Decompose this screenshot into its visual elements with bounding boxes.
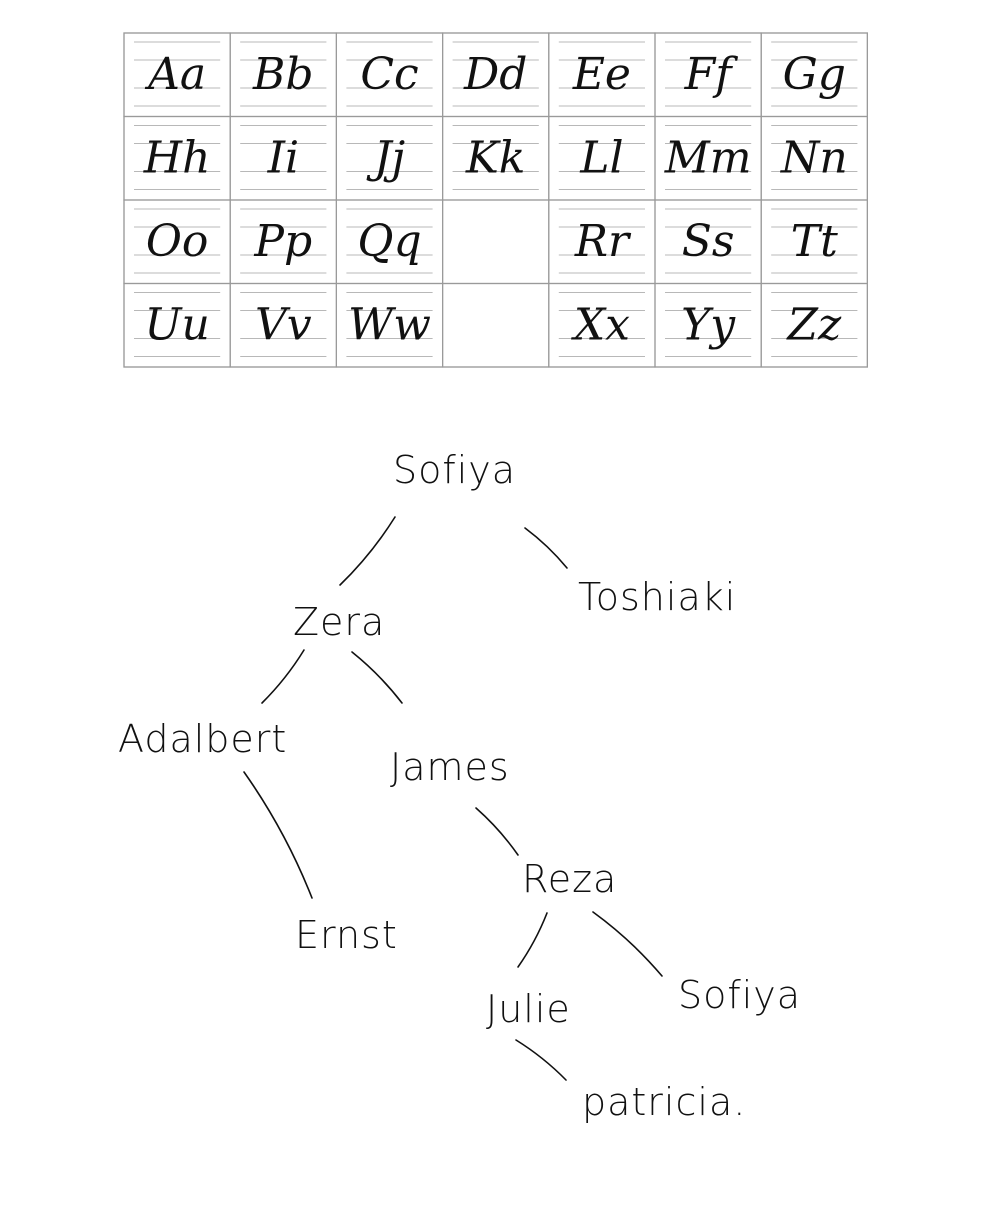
letter-pair: Xx <box>571 300 630 351</box>
letter-pair: Ww <box>348 300 431 351</box>
alphabet-cell: Aa <box>123 32 231 118</box>
alphabet-cell: Oo <box>123 199 231 285</box>
tree-edge <box>339 516 396 586</box>
letter-pair: Jj <box>366 133 405 184</box>
letter-pair: Ss <box>682 216 735 267</box>
alphabet-cell: Vv <box>229 282 337 368</box>
alphabet-cell: Bb <box>229 32 337 118</box>
letter-pair: Ii <box>267 133 299 184</box>
alphabet-cell: Ss <box>654 199 762 285</box>
letter-pair: Mm <box>664 133 752 184</box>
letter-pair: Vv <box>255 300 312 351</box>
alphabet-cell: Ll <box>548 115 656 201</box>
alphabet-cell: Ee <box>548 32 656 118</box>
letter-pair: Kk <box>465 133 526 184</box>
tree-edge <box>351 651 403 704</box>
name-tree: SofiyaZeraToshiakiAdalbertJamesErnstReza… <box>118 448 801 1124</box>
alphabet-cell: Cc <box>335 32 444 118</box>
tree-edge <box>243 771 313 899</box>
letter-pair: Tt <box>791 216 838 267</box>
alphabet-cell: Xx <box>548 282 656 368</box>
letter-pair: Dd <box>463 49 527 100</box>
tree-edge <box>517 912 548 968</box>
letter-pair: Gg <box>783 49 846 100</box>
tree-edge <box>475 807 519 856</box>
letter-pair: Cc <box>360 49 418 100</box>
tree-node-label: Sofiya <box>393 448 516 492</box>
cell-border <box>760 282 869 368</box>
letter-pair: Ee <box>572 49 631 100</box>
letter-pair: Pp <box>253 216 312 267</box>
tree-node-label: Reza <box>522 857 617 901</box>
alphabet-cell: Kk <box>442 115 550 201</box>
alphabet-cell: Jj <box>335 115 444 201</box>
tree-node-label: Julie <box>486 987 571 1031</box>
alphabet-cell: Nn <box>760 115 869 201</box>
alphabet-cell: Hh <box>123 115 231 201</box>
alphabet-cell: Pp <box>229 199 337 285</box>
alphabet-cell <box>442 282 550 368</box>
alphabet-cell: Tt <box>760 199 869 285</box>
letter-pair: Oo <box>146 216 209 267</box>
alphabet-cell: Qq <box>335 199 444 285</box>
tree-node-label: Zera <box>293 600 385 644</box>
alphabet-cell: Yy <box>654 282 762 368</box>
tree-edge <box>515 1039 567 1081</box>
tree-edge <box>592 911 663 977</box>
tree-node-label: Ernst <box>295 913 398 957</box>
cell-border <box>442 199 550 285</box>
letter-pair: Ff <box>684 49 739 100</box>
tree-edge <box>261 649 305 704</box>
letter-pair: Zz <box>785 300 842 351</box>
alphabet-cell: Uu <box>123 282 231 368</box>
tree-node-label: Adalbert <box>118 717 287 761</box>
letter-pair: Ll <box>579 133 623 184</box>
alphabet-cell: Ff <box>654 32 762 118</box>
tree-edge <box>524 527 568 569</box>
alphabet-cell: Ii <box>229 115 337 201</box>
alphabet-cell: Ww <box>335 282 444 368</box>
letter-pair: Yy <box>681 300 736 351</box>
alphabet-cell: Mm <box>654 115 762 201</box>
cell-border <box>442 282 550 368</box>
alphabet-cell: Gg <box>760 32 869 118</box>
letter-pair: Aa <box>144 49 206 100</box>
tree-node-label: James <box>390 745 510 789</box>
letter-pair: Nn <box>780 133 848 184</box>
tree-node-label: Sofiya <box>678 973 801 1017</box>
letter-pair: Rr <box>574 216 632 267</box>
letter-pair: Uu <box>144 300 209 351</box>
alphabet-cell: Dd <box>442 32 550 118</box>
letter-pair: Hh <box>143 133 211 184</box>
letter-pair: Qq <box>357 216 421 267</box>
alphabet-cell: Zz <box>760 282 869 368</box>
alphabet-cell <box>442 199 550 285</box>
tree-node-label: patricia. <box>582 1080 746 1124</box>
alphabet-cell: Rr <box>548 199 656 285</box>
letter-pair: Bb <box>252 49 314 100</box>
tree-node-label: Toshiaki <box>578 575 736 619</box>
